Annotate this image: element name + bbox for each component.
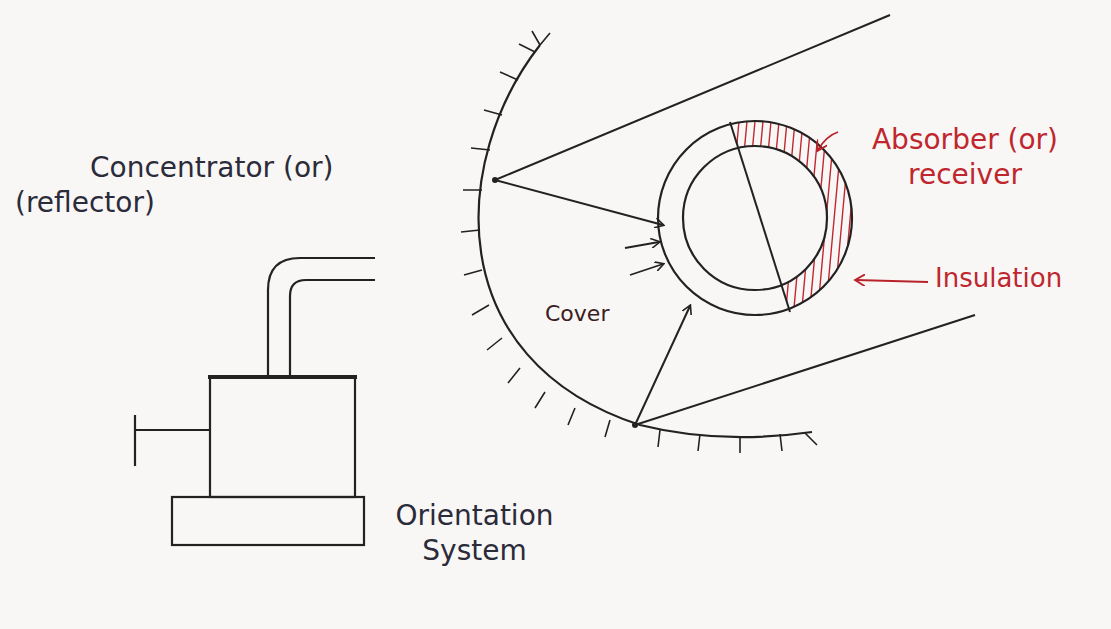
aperture-line	[495, 15, 890, 180]
reflector-hatching	[461, 44, 817, 453]
cover-arrow	[630, 264, 663, 275]
insulation-leader	[856, 280, 928, 282]
part-label: Insulation	[935, 262, 1105, 295]
reflected-ray	[635, 306, 690, 425]
handle	[135, 429, 210, 431]
device-top	[208, 375, 357, 379]
insulation-divider	[730, 122, 790, 312]
part-label: Concentrator (or) (reflector)	[15, 150, 355, 220]
handle-end	[134, 415, 136, 466]
absorber-circle	[683, 146, 827, 290]
device-body	[210, 377, 355, 497]
insulation-hatch-group	[680, 110, 876, 330]
pipe	[268, 258, 375, 375]
part-label: Absorber (or) receiver	[830, 122, 1100, 192]
insulation-hatching	[680, 110, 876, 330]
part-label: Orientation System	[372, 498, 577, 568]
base-plate	[172, 497, 364, 545]
cover-circle	[658, 121, 852, 315]
reflected-ray	[495, 180, 663, 225]
absorber-leader	[818, 132, 838, 150]
reflector-top-tick	[532, 31, 550, 45]
aperture-line	[635, 315, 975, 425]
part-label: Cover	[545, 300, 635, 328]
cover-arrow	[625, 242, 659, 248]
reflector-curve	[479, 45, 812, 437]
